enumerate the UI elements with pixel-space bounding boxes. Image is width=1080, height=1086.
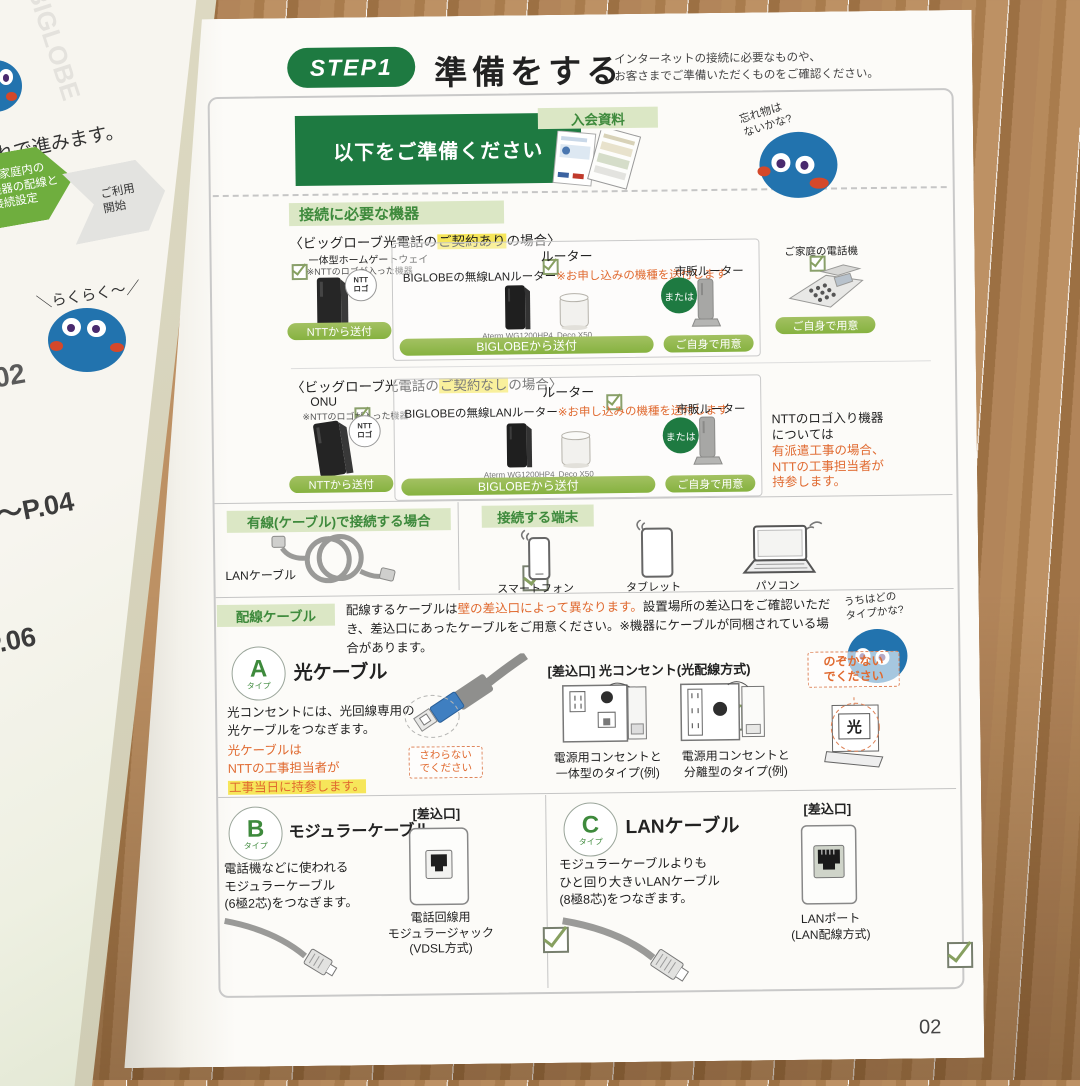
cabling-heading-bar: 配線ケーブル	[217, 604, 335, 627]
outlet-integrated-illustration	[560, 682, 653, 752]
ntt-logo-badge: NTT ロゴ	[345, 269, 377, 301]
phone-label: ご家庭の電話機	[784, 243, 858, 259]
left-top-mascot-partial	[0, 60, 22, 112]
gateway-checkbox	[292, 264, 308, 280]
left-page-ref-bottom: P.06	[0, 621, 39, 661]
outlet-separate-caption: 電源用コンセントと 分離型のタイプ(例)	[661, 748, 811, 781]
left-page-ref-mid: 3〜P.04	[0, 479, 77, 535]
terminals-checkbox	[1008, 561, 1034, 587]
type-a-body: 光コンセントには、光回線専用の 光ケーブルをつなぎます。	[227, 703, 415, 740]
type-c-title: LANケーブル	[625, 811, 739, 839]
router-label-1: ルーター	[540, 245, 592, 265]
retail-router-illustration-2	[692, 415, 723, 472]
left-chevron-setup: ご家庭内の 機器の配線と 接続設定	[0, 141, 79, 236]
left-chevron-setup-label: ご家庭内の 機器の配線と 接続設定	[0, 158, 62, 222]
lan-cable-c-illustration	[561, 911, 702, 992]
membership-docs-illustration	[551, 130, 644, 196]
lan-cable-illustration	[270, 529, 401, 594]
type-c-socket-caption: LANポート (LAN配線方式)	[771, 911, 891, 944]
left-page-number-large: 02	[0, 358, 28, 395]
ntt-note-orange: 有派遣工事の場合、 NTTの工事担当者が 持参します。	[772, 443, 885, 491]
page-subtitle: インターネットの接続に必要なものや、 お客さまでご準備いただくものをご確認くださ…	[614, 48, 914, 85]
router-label-2: ルーター	[542, 381, 594, 401]
type-b-body: 電話機などに使われる モジュラーケーブル (6極2芯)をつなぎます。	[224, 859, 358, 913]
left-chevron-start-label: ご利用 開始	[66, 182, 139, 224]
cabling-desc: 配線するケーブルは壁の差込口によって異なります。設置場所の差込口をご確認いただき…	[346, 595, 837, 657]
laptop-label: パソコン	[747, 579, 809, 594]
page-number: 02	[919, 1016, 942, 1039]
type-b-socket-caption: 電話回線用 モジュラージャック (VDSL方式)	[381, 910, 502, 958]
showthrough-watermark: BIGLOBE	[21, 0, 87, 104]
outlet-separate-illustration	[678, 680, 771, 750]
left-chevron-start: ご利用 開始	[62, 155, 172, 244]
equipment-heading-bar: 接続に必要な機器	[289, 201, 504, 227]
left-mascot	[48, 308, 126, 372]
step-badge: STEP1	[287, 47, 415, 89]
type-c-body: モジュラーケーブルよりも ひと回り大きいLANケーブル (8極8芯)をつなぎます…	[559, 855, 720, 909]
tablet-icon	[630, 519, 677, 585]
phone-illustration	[775, 259, 872, 319]
ntt-ship-pill-1: NTTから送付	[287, 322, 391, 340]
ntt-logo-badge-2: NTT ロゴ	[348, 415, 380, 447]
smartphone-icon	[516, 529, 553, 586]
type-b-socket-heading: [差込口]	[398, 806, 474, 824]
aterm-router-illustration-2	[499, 421, 538, 474]
type-a-warning-highlight: 工事当日に持参します。	[228, 775, 366, 796]
laptop-icon	[730, 518, 829, 584]
deco-router-illustration-2	[559, 428, 594, 473]
docs-label-bar: 入会資料	[538, 107, 658, 129]
intro-mascot	[759, 131, 838, 198]
retail-router-illustration-1	[691, 277, 722, 334]
biglobe-ship-pill-2: BIGLOBEから送付	[401, 476, 655, 496]
terminals-heading-bar: 接続する端末	[482, 504, 594, 527]
modular-cable-illustration	[223, 913, 349, 990]
modular-jack-illustration	[408, 826, 471, 912]
hikari-port-label: 光	[838, 713, 870, 739]
aterm-router-illustration-1	[497, 283, 536, 336]
self-prepare-pill-phone: ご自身で用意	[775, 316, 875, 334]
self-prepare-pill-retail-1: ご自身で用意	[664, 334, 754, 352]
biglobe-ship-pill-1: BIGLOBEから送付	[400, 336, 654, 356]
dont-peek-note: のぞかない でください	[807, 651, 899, 688]
deco-router-illustration-1	[557, 290, 592, 335]
tablet-label: タブレット	[623, 580, 685, 595]
type-c-checkbox	[947, 942, 973, 968]
type-a-outlet-heading: [差込口] 光コンセント(光配線方式)	[547, 659, 750, 680]
fiber-connector-illustration	[401, 653, 532, 754]
manual-page: STEP1 準備をする インターネットの接続に必要なものや、 お客さまでご準備い…	[112, 10, 985, 1068]
type-a-warning: 光ケーブルは NTTの工事担当者が	[227, 742, 339, 778]
type-a-title: 光ケーブル	[293, 657, 387, 685]
ntt-note-black: NTTのロゴ入り機器 については	[771, 411, 883, 444]
dont-touch-note: さわらない でください	[409, 746, 483, 779]
type-c-socket-heading: [差込口]	[789, 801, 865, 819]
onu-label: ONU	[310, 395, 337, 409]
lan-port-illustration	[800, 823, 859, 911]
self-prepare-pill-retail-2: ご自身で用意	[665, 474, 755, 492]
page-title: 準備をする	[434, 44, 625, 94]
smartphone-label: スマートフォン	[495, 582, 577, 597]
ntt-ship-pill-2: NTTから送付	[289, 475, 393, 493]
